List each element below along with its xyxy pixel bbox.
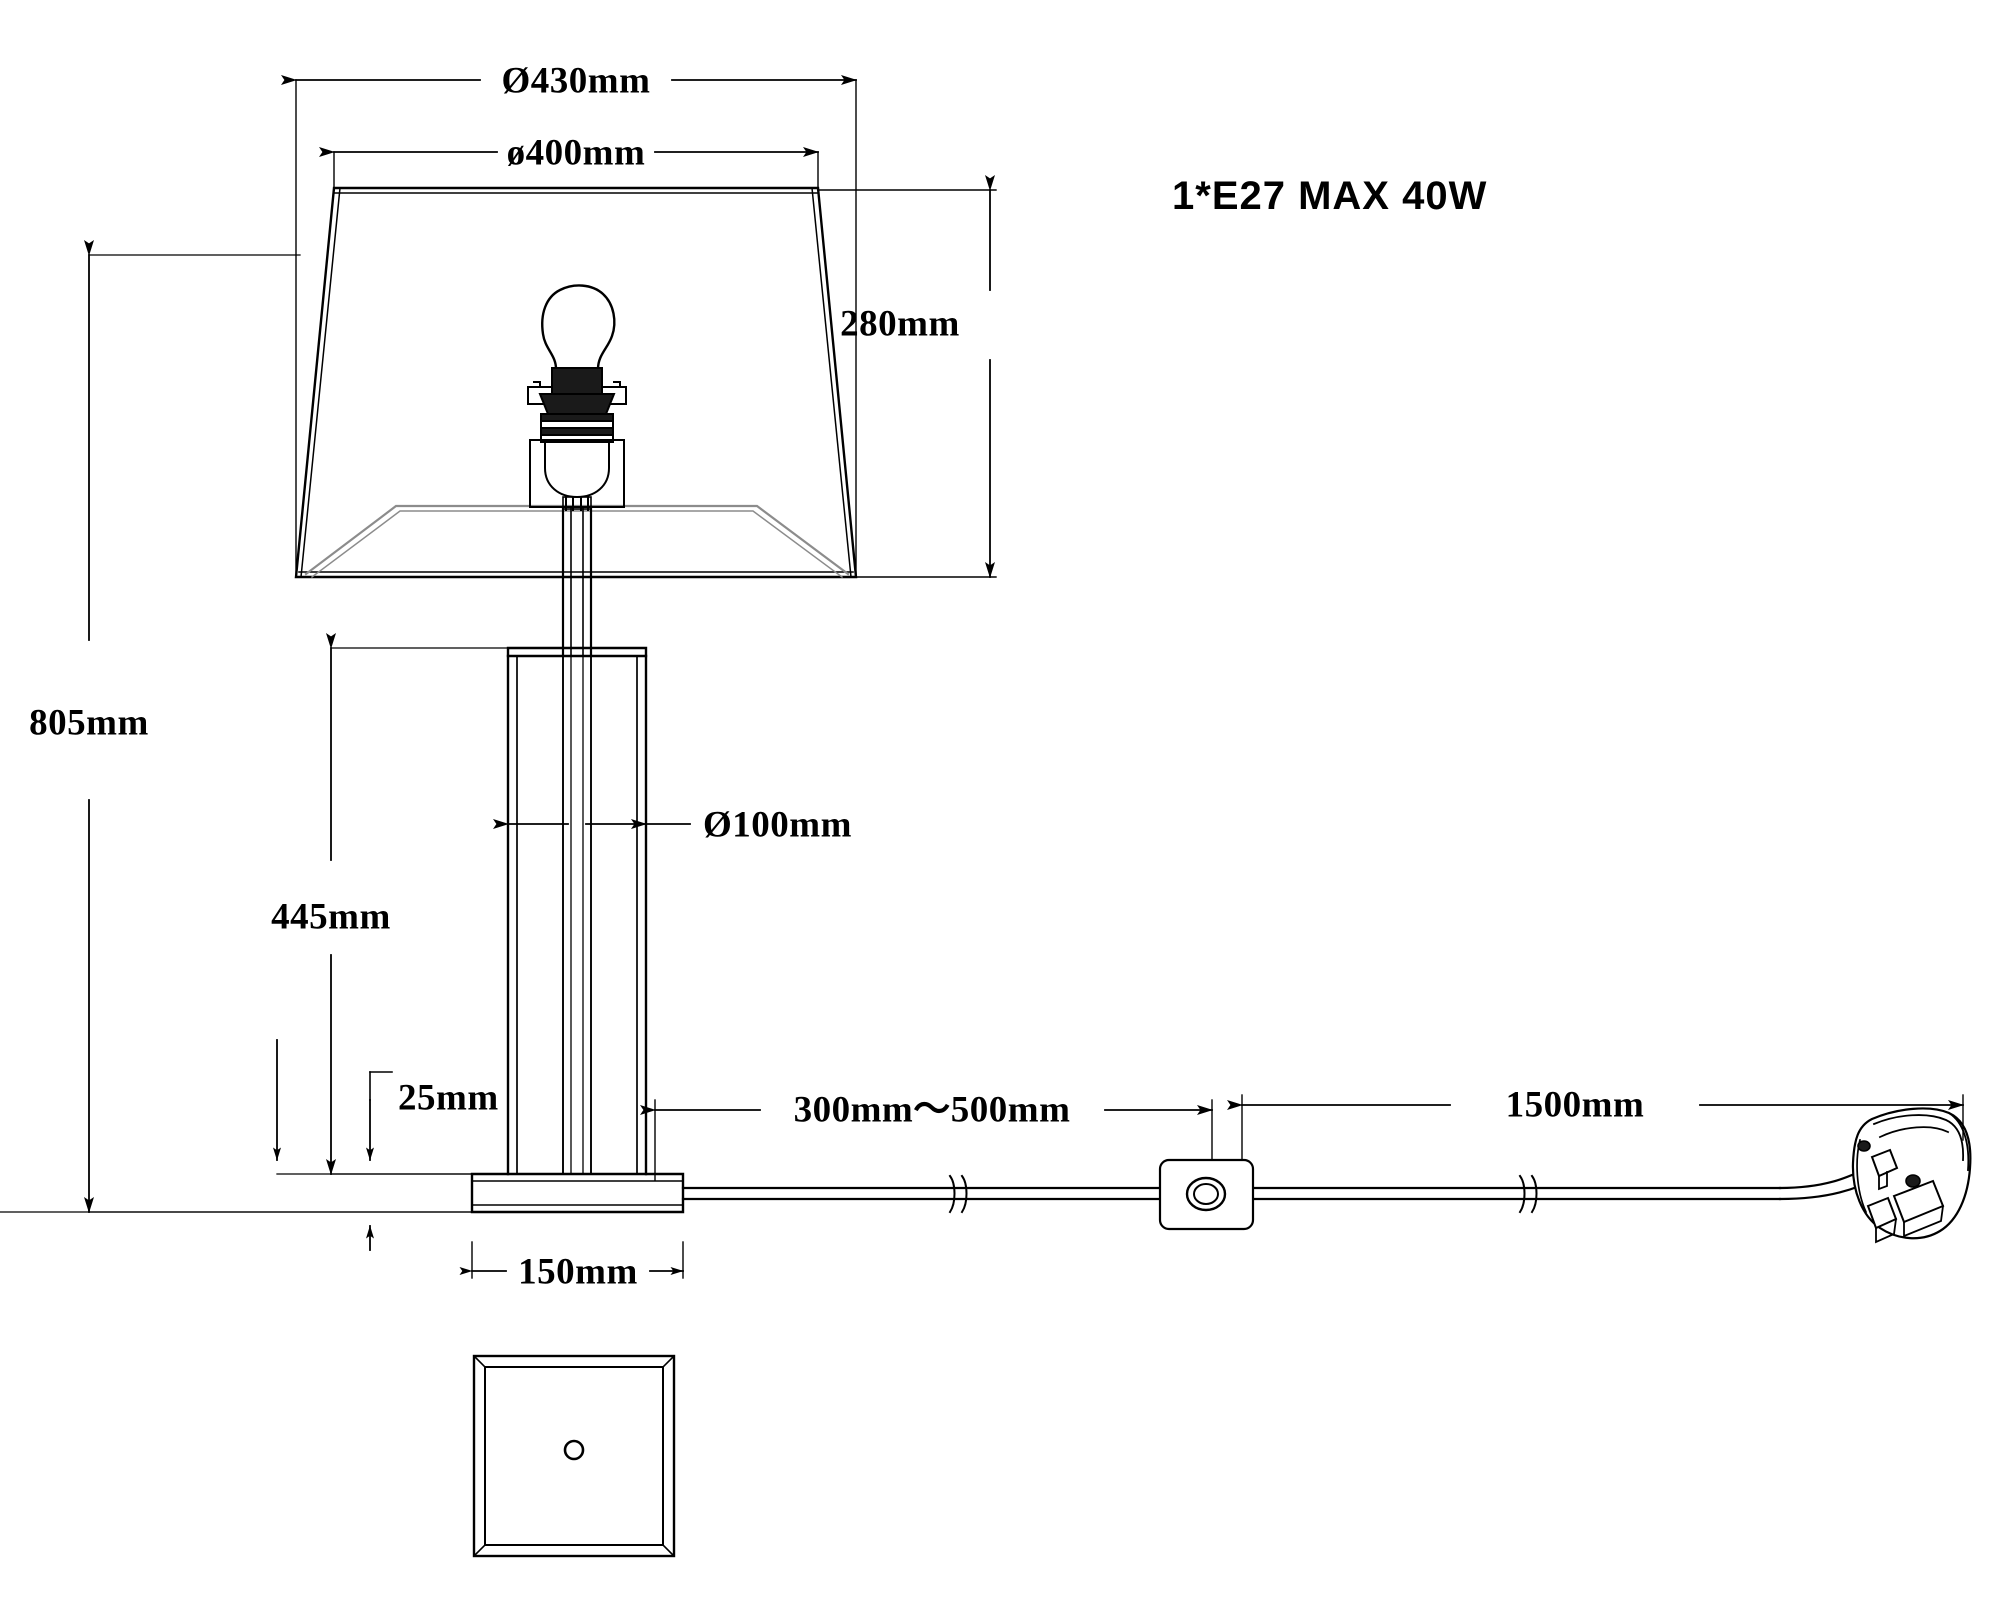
power-cord: [681, 1164, 1878, 1214]
base-plan-view: [472, 1354, 676, 1558]
dim-label-cord-base-to-switch: 300mm～500mm: [793, 1089, 1071, 1131]
dim-label-cord-switch-to-plug: 1500mm: [1505, 1084, 1645, 1126]
dim-label-total-height: 805mm: [29, 702, 149, 744]
dim-label-base-width: 150mm: [518, 1251, 638, 1293]
light-bulb: [541, 284, 616, 371]
dim-shade-top-diameter: [319, 147, 819, 191]
dim-shade-bottom-diameter: [281, 75, 857, 578]
lamp-holder-spec-label: 1*E27 MAX 40W: [1172, 174, 1488, 218]
dim-cord-base-to-switch: [640, 1099, 1213, 1181]
base-plate: [470, 1172, 685, 1214]
mains-plug: [1851, 1107, 1972, 1244]
support-rod: [561, 505, 593, 657]
dim-label-shade-bottom-diameter: Ø430mm: [501, 60, 651, 102]
shade-interior-perspective: [304, 504, 850, 579]
lamp-socket: [527, 367, 627, 511]
dim-base-thickness: [0, 1039, 473, 1251]
dim-base-width: [459, 1241, 684, 1279]
dim-label-shade-height: 280mm: [840, 303, 960, 345]
column: [506, 646, 648, 1176]
dim-label-column-height: 445mm: [271, 896, 391, 938]
dim-label-base-thickness: 25mm: [398, 1077, 499, 1119]
inline-switch: [1158, 1158, 1255, 1231]
shade-side-edges: [300, 187, 852, 578]
dim-shade-height: [817, 175, 997, 578]
dim-label-shade-top-diameter: ø400mm: [506, 132, 646, 174]
dim-label-column-diameter: Ø100mm: [703, 804, 852, 846]
dim-cord-switch-to-plug: [1227, 1094, 1964, 1161]
